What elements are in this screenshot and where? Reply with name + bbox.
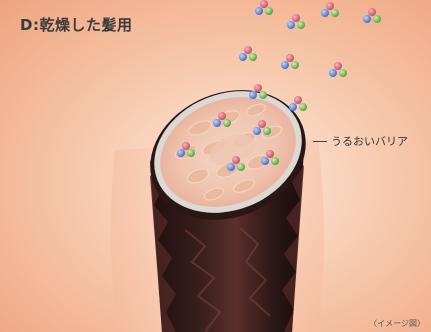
- callout-leader-line: [313, 141, 327, 142]
- barrier-callout: うるおいバリア: [313, 133, 408, 149]
- image-note: 〈イメージ図〉: [369, 318, 425, 329]
- callout-label: うるおいバリア: [331, 133, 408, 149]
- page-title: D:乾燥した髪用: [20, 14, 132, 35]
